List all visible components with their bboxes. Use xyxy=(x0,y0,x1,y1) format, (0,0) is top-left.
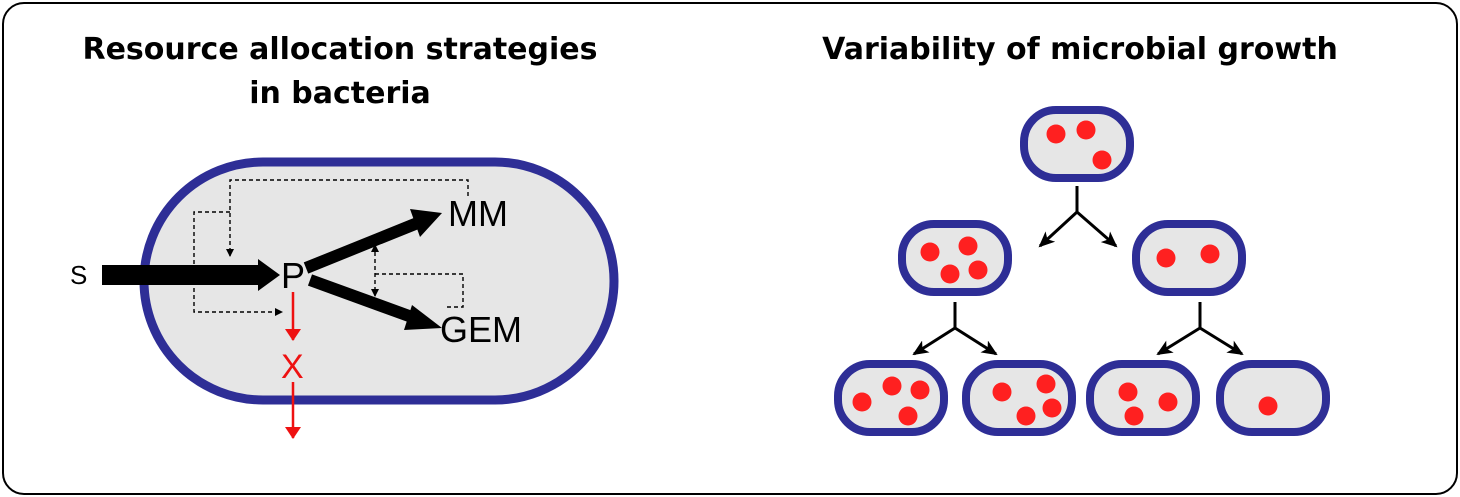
left-title-line1: Resource allocation strategies xyxy=(82,32,598,67)
division-arrow xyxy=(1156,302,1244,356)
protein-dot xyxy=(852,392,872,412)
protein-dot xyxy=(1042,398,1062,418)
division-arrow xyxy=(912,302,998,356)
left-panel-title: Resource allocation strategies in bacter… xyxy=(40,28,640,116)
protein-dot xyxy=(1036,374,1056,394)
left-title-line2: in bacteria xyxy=(249,76,431,111)
p-to-mm-arrow xyxy=(303,209,442,274)
right-panel-title: Variability of microbial growth xyxy=(822,32,1338,67)
protein-dot xyxy=(1118,382,1138,402)
precursor-label: P xyxy=(281,255,305,296)
protein-dot xyxy=(882,376,902,396)
bacterial-cell xyxy=(898,220,1012,296)
mm-label: MM xyxy=(448,193,508,234)
protein-dot xyxy=(920,242,940,262)
protein-dot xyxy=(1124,406,1144,426)
regulatory-dashed-lines xyxy=(193,179,469,316)
protein-dot xyxy=(1016,406,1036,426)
protein-dot xyxy=(1046,124,1066,144)
protein-dot xyxy=(1200,244,1220,264)
protein-dot xyxy=(940,264,960,284)
protein-dot xyxy=(1158,392,1178,412)
gem-label: GEM xyxy=(440,309,522,350)
protein-dot xyxy=(958,236,978,256)
protein-dot xyxy=(910,380,930,400)
substrate-label: S xyxy=(70,260,87,290)
substrate-uptake-arrow xyxy=(102,259,280,291)
bacterial-cell xyxy=(1216,360,1330,436)
protein-dot xyxy=(898,406,918,426)
p-to-gem-arrow xyxy=(307,274,442,330)
protein-dot xyxy=(992,382,1012,402)
bacterial-cell xyxy=(962,360,1076,436)
excretion-label: X xyxy=(281,348,304,386)
bacterial-cell xyxy=(1020,106,1134,182)
protein-dot xyxy=(968,260,988,280)
bacterial-cell xyxy=(1086,360,1200,436)
protein-dot xyxy=(1258,396,1278,416)
protein-dot xyxy=(1092,150,1112,170)
protein-dot xyxy=(1156,248,1176,268)
protein-dot xyxy=(1076,120,1096,140)
division-arrow xyxy=(1038,186,1118,248)
cell-lineage-tree xyxy=(834,106,1330,436)
bacterial-cell xyxy=(1132,220,1246,296)
bacterial-cell xyxy=(834,360,948,436)
